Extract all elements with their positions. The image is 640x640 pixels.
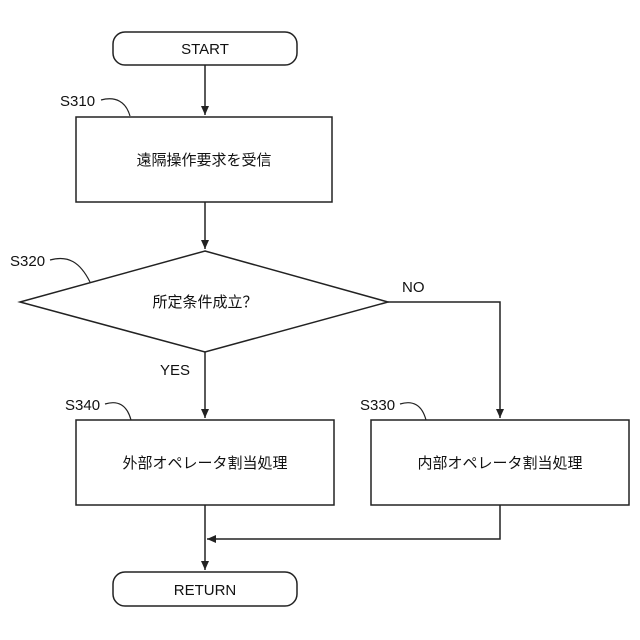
leader-s330 [400, 403, 426, 420]
leader-s320 [50, 258, 90, 282]
leader-s310 [101, 99, 130, 116]
process-s310-label: 遠隔操作要求を受信 [136, 151, 271, 169]
start-label: START [181, 41, 229, 58]
edge-s330-to-merge [207, 505, 500, 539]
edge-s320-to-s330 [388, 302, 500, 418]
step-label-s320: S320 [10, 253, 45, 270]
process-s330-label: 内部オペレータ割当処理 [417, 454, 582, 472]
decision-s320-label: 所定条件成立？ [152, 293, 257, 311]
step-label-s310: S310 [60, 93, 95, 110]
return-label: RETURN [174, 582, 237, 599]
step-label-s340: S340 [65, 397, 100, 414]
edge-label-yes: YES [160, 362, 190, 379]
leader-s340 [105, 403, 131, 420]
edge-label-no: NO [402, 279, 425, 296]
process-s340-label: 外部オペレータ割当処理 [122, 454, 287, 472]
step-label-s330: S330 [360, 397, 395, 414]
